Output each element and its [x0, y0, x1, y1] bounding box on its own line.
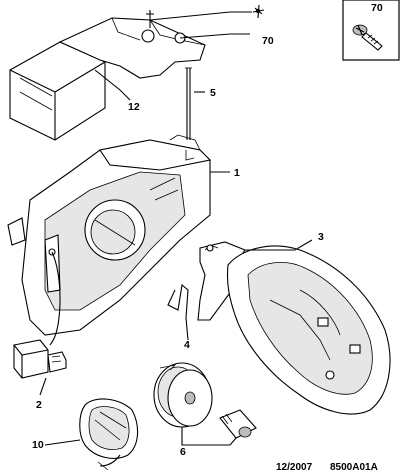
- callout-12: 12: [128, 101, 140, 113]
- callout-1: 1: [234, 167, 240, 179]
- callout-10: 10: [32, 439, 44, 451]
- part-4-spring: [167, 283, 189, 319]
- part-2-connector: [13, 251, 67, 379]
- part-5-rod: [185, 67, 192, 140]
- part-10-cap: [79, 398, 139, 471]
- part-70-screw: [252, 4, 265, 19]
- leader-lines: [39, 11, 313, 446]
- callout-3: 3: [318, 231, 324, 243]
- part-6-cover: [153, 362, 257, 439]
- part-3-flap: [197, 241, 391, 415]
- footer-reference: 8500A01A: [330, 462, 378, 473]
- inset-box-70: [342, 0, 400, 61]
- inset-label-70: 70: [371, 2, 383, 14]
- footer: 12/2007 8500A01A: [276, 462, 378, 473]
- callout-4: 4: [184, 339, 190, 351]
- part-1-housing: [7, 134, 212, 336]
- part-12-actuator: [9, 10, 206, 141]
- callout-2: 2: [36, 399, 42, 411]
- callout-5: 5: [210, 87, 216, 99]
- callout-labels: 70 5 12 1 3 4 2 10 6 70: [32, 2, 383, 458]
- footer-date: 12/2007: [276, 462, 313, 473]
- callout-6: 6: [180, 446, 186, 458]
- screw-70-icon: [352, 24, 383, 51]
- callout-70: 70: [262, 35, 274, 47]
